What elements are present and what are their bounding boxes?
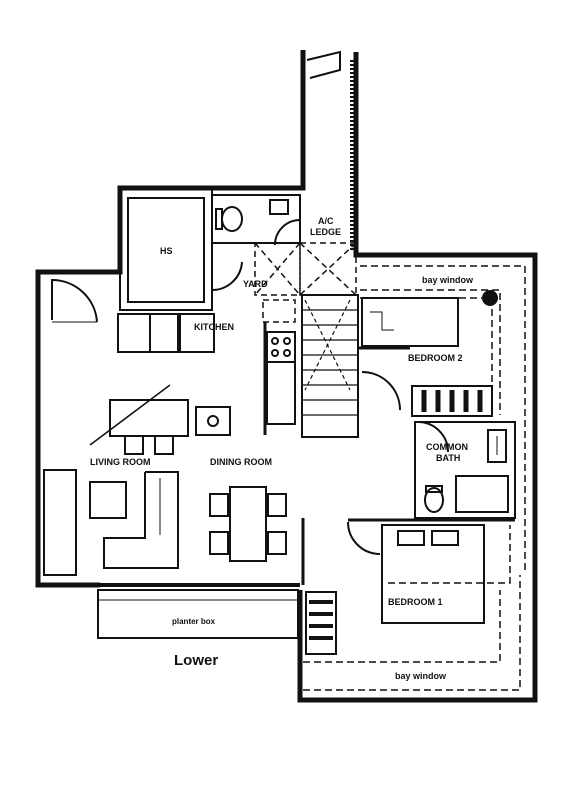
main-door-swing — [51, 278, 98, 323]
dining-chair — [209, 531, 229, 555]
dining-chair — [267, 531, 287, 555]
hs-enclosure — [119, 187, 213, 311]
bay-window-bottom-frame — [303, 575, 521, 691]
common-bath-label: COMMON — [426, 442, 468, 452]
hob — [266, 331, 296, 363]
bedroom1-pillow — [431, 530, 459, 546]
ac-ledge-cross-1 — [299, 242, 357, 296]
bedroom1-label: BEDROOM 1 — [388, 597, 443, 607]
bedroom1-door-swing — [347, 521, 381, 555]
bath-door-swing — [417, 421, 449, 453]
bar-stool — [154, 435, 174, 455]
sink-drain — [207, 415, 219, 427]
planter-box — [97, 589, 299, 639]
bedroom1-dashed — [388, 525, 511, 584]
bedroom1-wardrobe — [305, 591, 337, 655]
dining-chair — [267, 493, 287, 517]
wc-room — [211, 194, 301, 244]
bath-toilet — [424, 487, 444, 513]
living-room-cabinet — [43, 469, 77, 576]
wc-door-swing — [274, 219, 301, 246]
kitchen-counter — [266, 361, 296, 425]
common-bath — [414, 421, 516, 519]
outer-wall-east — [297, 52, 538, 703]
bay-window-top-dashed — [360, 289, 501, 415]
pipe — [482, 290, 498, 306]
dining-chair — [209, 493, 229, 517]
yard-door-swing — [211, 261, 243, 292]
shower-area — [455, 475, 509, 513]
hob-burner — [271, 349, 279, 357]
kitchen-cabinet-left — [117, 313, 151, 353]
wc-toilet — [221, 206, 243, 232]
island-diagonal — [89, 384, 171, 446]
yard-dashed — [254, 242, 301, 296]
bay-window-bottom-dashed — [303, 590, 501, 663]
l-sofa — [103, 471, 179, 569]
hob-burner — [283, 349, 291, 357]
yard-label: YARD — [243, 279, 268, 289]
bedroom2-bed — [361, 297, 459, 347]
ac-ledge-label: A/C — [318, 216, 334, 226]
floor-level-caption: Lower — [174, 652, 219, 669]
bay-window-top-label: bay window — [422, 275, 474, 285]
dining-table — [229, 486, 267, 562]
armchair — [89, 481, 127, 519]
kitchen-fridge — [179, 313, 215, 353]
bath-basin — [487, 429, 507, 463]
hs-label: HS — [160, 246, 173, 256]
ac-ledge-label: LEDGE — [310, 227, 341, 237]
bay-window-top-frame — [360, 265, 526, 570]
hob-burner — [283, 337, 291, 345]
hs-room — [127, 197, 205, 303]
staircase — [301, 294, 359, 438]
chute-outline — [306, 50, 341, 79]
kitchen-sink — [195, 406, 231, 436]
bay-window-bottom-label: bay window — [395, 671, 447, 681]
kitchen-island — [109, 399, 189, 437]
hob-burner — [271, 337, 279, 345]
dining-room-label: DINING ROOM — [210, 457, 272, 467]
yard-rack — [262, 299, 296, 323]
bedroom1-bed — [381, 524, 485, 624]
bedroom2-pillow — [370, 311, 394, 331]
bar-stool — [124, 435, 144, 455]
stair-arrow-2 — [304, 299, 351, 391]
wc-cistern — [215, 208, 223, 230]
yard-cross-2 — [254, 242, 301, 296]
living-room-label: LIVING ROOM — [90, 457, 151, 467]
bath-toilet-cistern — [425, 485, 443, 493]
common-bath-label: BATH — [436, 453, 460, 463]
kitchen-cabinet-mid — [149, 313, 179, 353]
bedroom2-door-swing — [361, 371, 401, 411]
bedroom2-label: BEDROOM 2 — [408, 353, 463, 363]
planter-box-label: planter box — [172, 617, 216, 626]
wc-basin — [269, 199, 289, 215]
bedroom1-pillow — [397, 530, 425, 546]
ac-ledge-cross-2 — [299, 242, 357, 296]
kitchen-label: KITCHEN — [194, 322, 234, 332]
